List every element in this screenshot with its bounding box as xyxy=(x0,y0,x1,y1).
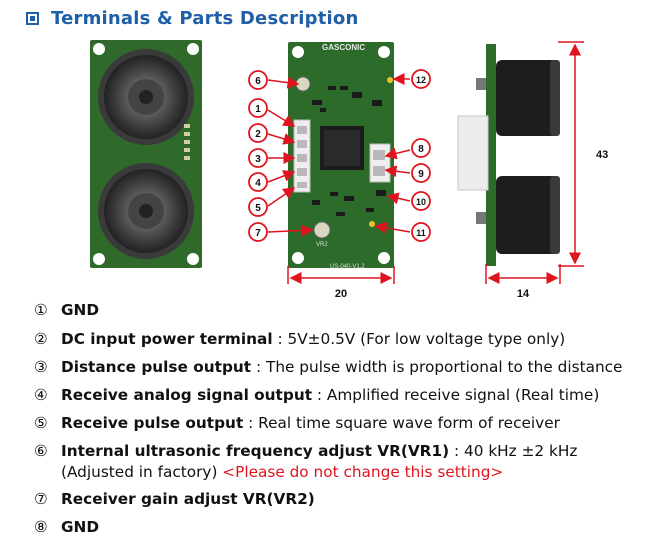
callout-10: 10 xyxy=(386,191,431,211)
list-item: ① GND xyxy=(34,300,99,321)
callout-8: 8 xyxy=(384,138,431,160)
callout-5: 5 xyxy=(248,187,296,217)
callout-10-label: 10 xyxy=(416,197,426,207)
callout-2-label: 2 xyxy=(255,129,261,140)
dimension-width-label: 20 xyxy=(335,288,347,300)
item-number: ③ xyxy=(34,358,48,376)
callout-4: 4 xyxy=(248,170,296,192)
sensor-figure: GASCONIC VR2 US-040-V1.2 xyxy=(90,40,608,300)
item-text: Receive analog signal output : Amplified… xyxy=(61,385,599,406)
item-term: Receive pulse output xyxy=(61,414,244,432)
item-term: Distance pulse output xyxy=(61,358,252,376)
item-warning-note: <Please do not change this setting> xyxy=(222,463,504,481)
item-number: ⑤ xyxy=(34,414,48,432)
callout-1: 1 xyxy=(248,98,296,127)
section-title: Terminals & Parts Description xyxy=(26,6,359,30)
callout-3-label: 3 xyxy=(255,154,261,165)
list-item: ⑥ Internal ultrasonic frequency adjust V… xyxy=(34,441,654,483)
item-text: GND xyxy=(61,300,99,321)
item-number: ⑧ xyxy=(34,518,48,536)
callout-11: 11 xyxy=(374,221,431,242)
item-text: DC input power terminal : 5V±0.5V (For l… xyxy=(61,329,565,350)
item-term: Internal ultrasonic frequency adjust VR(… xyxy=(61,442,450,460)
callout-12-label: 12 xyxy=(416,75,426,85)
callout-11-label: 11 xyxy=(416,228,426,238)
callout-1-label: 1 xyxy=(255,104,261,115)
callout-7-label: 7 xyxy=(255,228,261,239)
list-item: ⑤ Receive pulse output : Real time squar… xyxy=(34,413,560,434)
item-desc: : Amplified receive signal (Real time) xyxy=(312,386,600,404)
back-view-board: GASCONIC VR2 US-040-V1.2 xyxy=(288,42,394,270)
board-brand-print: GASCONIC xyxy=(322,43,365,52)
item-text: Distance pulse output : The pulse width … xyxy=(61,357,622,378)
callout-3: 3 xyxy=(248,148,296,168)
list-item: ② DC input power terminal : 5V±0.5V (For… xyxy=(34,329,565,350)
item-term: GND xyxy=(61,518,100,536)
item-desc: : Real time square wave form of receiver xyxy=(243,414,560,432)
checkbox-square-icon xyxy=(26,11,39,25)
list-item: ⑧ GND xyxy=(34,517,99,538)
list-item: ④ Receive analog signal output : Amplifi… xyxy=(34,385,599,406)
item-term: Receive analog signal output xyxy=(61,386,313,404)
item-desc: : 5V±0.5V (For low voltage type only) xyxy=(272,330,566,348)
item-text: Receiver gain adjust VR(VR2) xyxy=(61,489,315,510)
callout-4-label: 4 xyxy=(255,178,261,189)
vr2-print: VR2 xyxy=(316,242,328,248)
dimension-height-label: 43 xyxy=(596,149,608,161)
callout-6: 6 xyxy=(248,70,300,90)
section-title-text: Terminals & Parts Description xyxy=(51,7,359,29)
item-number: ① xyxy=(34,301,48,319)
item-term: GND xyxy=(61,301,100,319)
item-text: Internal ultrasonic frequency adjust VR(… xyxy=(61,441,654,483)
dimension-length-label: 14 xyxy=(517,288,530,300)
dimension-width xyxy=(287,266,395,284)
callout-6-label: 6 xyxy=(255,76,261,87)
callout-5-label: 5 xyxy=(255,203,261,214)
item-desc: : 40 kHz ±2 kHz (Adjusted in factory) xyxy=(61,442,578,481)
item-number: ⑥ xyxy=(34,442,48,460)
callout-9: 9 xyxy=(384,163,431,183)
callout-12: 12 xyxy=(392,69,431,89)
callout-8-label: 8 xyxy=(418,144,424,155)
item-number: ④ xyxy=(34,386,48,404)
item-text: GND xyxy=(61,517,99,538)
list-item: ③ Distance pulse output : The pulse widt… xyxy=(34,357,622,378)
callout-2: 2 xyxy=(248,123,296,145)
item-number: ⑦ xyxy=(34,490,48,508)
item-term: DC input power terminal xyxy=(61,330,273,348)
dimension-height xyxy=(558,41,584,267)
list-item: ⑦ Receiver gain adjust VR(VR2) xyxy=(34,489,315,510)
item-text: Receive pulse output : Real time square … xyxy=(61,413,560,434)
side-view xyxy=(457,44,560,266)
item-term: Receiver gain adjust VR(VR2) xyxy=(61,490,315,508)
dimension-length xyxy=(485,264,561,284)
version-print: US-040-V1.2 xyxy=(330,264,365,270)
callout-9-label: 9 xyxy=(418,169,424,180)
callout-7: 7 xyxy=(248,222,314,242)
front-view-board xyxy=(90,40,202,268)
item-desc: : The pulse width is proportional to the… xyxy=(251,358,623,376)
item-number: ② xyxy=(34,330,48,348)
